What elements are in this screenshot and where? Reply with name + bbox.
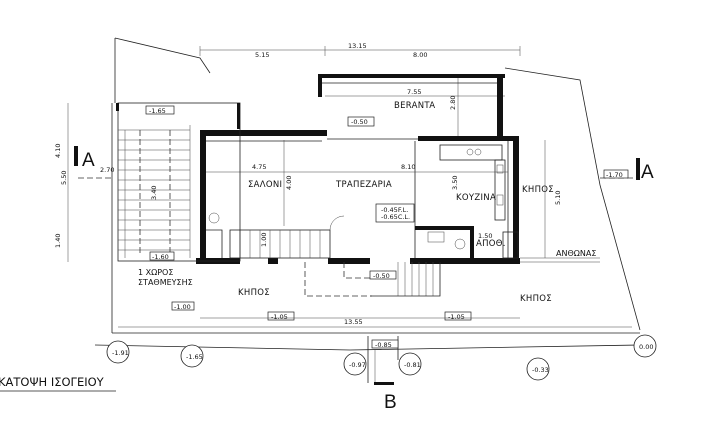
dim-top-right: 8.00 bbox=[413, 51, 427, 59]
svg-text:-0.45F.L.: -0.45F.L. bbox=[381, 206, 408, 214]
level-parking-top: -1.65 bbox=[149, 107, 166, 115]
section-a-left: A bbox=[74, 146, 112, 179]
parking-label-2: ΣΤΑΘΜΕΥΣΗΣ bbox=[138, 278, 193, 287]
veranta: BERANTA -0.50 bbox=[318, 74, 505, 139]
room-kipos-bottom-left: ΚΗΠΟΣ bbox=[238, 288, 270, 298]
level-marker-1: -1.91 bbox=[106, 340, 130, 364]
level-garden-left bbox=[171, 301, 195, 311]
lower-walk: -0.85 bbox=[367, 336, 399, 383]
left-dimensions: 5.50 4.10 1.40 2.70 bbox=[54, 103, 114, 262]
svg-text:-1.05: -1.05 bbox=[448, 313, 465, 321]
dim-living-length: 8.10 bbox=[401, 163, 415, 171]
apothiki: ΑΠΟΘ. 1.50 bbox=[427, 231, 519, 259]
level-marker-2: -1.65 bbox=[180, 344, 204, 368]
svg-text:4.00: 4.00 bbox=[285, 176, 293, 190]
svg-text:-1.00: -1.00 bbox=[174, 303, 191, 311]
svg-text:4.10: 4.10 bbox=[54, 144, 62, 158]
svg-text:B: B bbox=[384, 392, 397, 413]
level-entrance: -0.50 bbox=[373, 272, 390, 280]
interior-stairs: 1.00 4.00 bbox=[206, 140, 345, 259]
svg-text:A: A bbox=[82, 150, 95, 171]
svg-text:-0.81: -0.81 bbox=[404, 361, 421, 369]
level-floor: -0.45F.L. -0.65C.L. bbox=[375, 203, 415, 223]
svg-text:A: A bbox=[641, 162, 654, 183]
room-kouzina: ΚΟΥΖΙΝΑ bbox=[456, 193, 496, 203]
level-garden-right bbox=[444, 311, 472, 321]
dim-top-total: 13.15 bbox=[348, 42, 367, 50]
level-marker-6: 0.00 bbox=[633, 334, 657, 358]
svg-text:3.40: 3.40 bbox=[150, 186, 158, 200]
svg-text:-0.33: -0.33 bbox=[532, 366, 549, 374]
dim-kitchen-depth: 3.50 bbox=[451, 176, 459, 190]
svg-text:0.00: 0.00 bbox=[639, 343, 653, 351]
level-marker-3: -0.97 bbox=[343, 352, 367, 376]
entrance: -0.50 bbox=[304, 262, 441, 297]
svg-text:-0.85: -0.85 bbox=[375, 341, 392, 349]
level-garden-mid bbox=[267, 311, 295, 321]
svg-text:-1.05: -1.05 bbox=[271, 313, 288, 321]
section-b: B bbox=[374, 382, 397, 413]
svg-text:5.50: 5.50 bbox=[60, 171, 68, 185]
svg-text:-0.97: -0.97 bbox=[349, 361, 366, 369]
level-marker-4: -0.81 bbox=[398, 352, 422, 376]
svg-text:2.70: 2.70 bbox=[100, 166, 114, 174]
site-boundary bbox=[94, 37, 641, 351]
dim-bottom-total: 13.55 bbox=[344, 318, 363, 326]
top-dimensions: 13.15 5.15 8.00 7.55 2.80 bbox=[199, 42, 521, 140]
dim-veranta-depth: 2.80 bbox=[449, 96, 457, 110]
kitchen-counter bbox=[439, 144, 506, 221]
parking-area: -1.65 3.40 -1.60 1 ΧΩΡΟΣ ΣΤΑΘΜΕΥΣΗΣ bbox=[116, 102, 241, 287]
svg-text:-1.65: -1.65 bbox=[186, 353, 203, 361]
svg-text:ΑΠΟΘ.: ΑΠΟΘ. bbox=[476, 239, 506, 249]
svg-text:-1.91: -1.91 bbox=[112, 349, 129, 357]
dim-veranta-width: 7.55 bbox=[407, 88, 421, 96]
svg-text:ΚΑΤΟΨΗ ΙΣΟΓΕΙΟΥ: ΚΑΤΟΨΗ ΙΣΟΓΕΙΟΥ bbox=[0, 375, 105, 389]
room-trapezaria: ΤΡΑΠΕΖΑΡΙΑ bbox=[335, 180, 392, 190]
room-kipos-bottom-right: ΚΗΠΟΣ bbox=[520, 294, 552, 304]
parking-label-1: 1 ΧΩΡΟΣ bbox=[138, 268, 173, 277]
dim-saloni-width: 4.75 bbox=[252, 163, 266, 171]
room-saloni: ΣΑΛΟΝΙ bbox=[248, 180, 282, 190]
svg-text:-0.65C.L.: -0.65C.L. bbox=[381, 213, 410, 221]
dim-right-side: 5.10 bbox=[554, 191, 562, 205]
room-kipos-right: ΚΗΠΟΣ bbox=[522, 185, 554, 195]
svg-text:1.00: 1.00 bbox=[260, 233, 268, 247]
svg-text:1.50: 1.50 bbox=[478, 232, 492, 240]
level-marker-5: -0.33 bbox=[526, 357, 550, 381]
level-veranta bbox=[347, 116, 375, 127]
level-right-yard: -1.70 bbox=[606, 171, 623, 179]
svg-text:1.40: 1.40 bbox=[54, 234, 62, 248]
room-anthonas: ΑΝΘΩΝΑΣ bbox=[556, 249, 596, 258]
drawing-title: ΚΑΤΟΨΗ ΙΣΟΓΕΙΟΥ bbox=[0, 375, 116, 392]
level-parking-bottom: -1.60 bbox=[152, 253, 169, 261]
room-veranta: BERANTA bbox=[394, 101, 435, 111]
section-a-right: -1.70 A bbox=[600, 158, 654, 183]
svg-text:-0.50: -0.50 bbox=[351, 118, 368, 126]
dim-top-left: 5.15 bbox=[255, 51, 269, 59]
